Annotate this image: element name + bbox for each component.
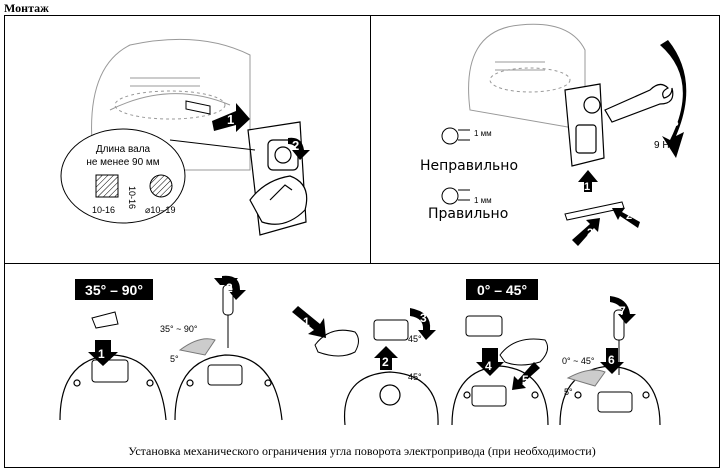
step2a-bottom: 2 (226, 281, 233, 295)
range-badge-a (75, 279, 153, 300)
callout-line2: не менее 90 мм (86, 157, 159, 168)
torque-label: 9 Нм (654, 140, 677, 151)
angle-wedge-b (566, 369, 606, 387)
adapter-piece (185, 100, 211, 115)
hand-icon-a (314, 329, 359, 357)
square-bottom-label: 10-16 (92, 205, 115, 215)
actuator (247, 121, 308, 236)
angle-0-45-label: 0° ~ 45° (562, 356, 595, 366)
wrong-label: Неправильно (420, 158, 518, 174)
step7-bottom: 7 (619, 304, 626, 318)
wrench-icon (604, 83, 674, 123)
limit-stops (91, 311, 633, 413)
angle-wedge-a (178, 338, 216, 356)
step3-bottom: 3 (420, 311, 427, 325)
arrow-step1 (212, 103, 250, 132)
panel-bottom-frame (4, 263, 720, 468)
shaft-callout (60, 128, 256, 224)
valve-body (91, 38, 251, 171)
arrow-step2b-right (612, 208, 640, 228)
valve-body-right (468, 23, 586, 131)
right-step2a-number: 2 (587, 227, 593, 239)
round-size-label: ⌀10–19 (145, 205, 175, 215)
rotation-arrow-step3 (660, 40, 687, 158)
step1-bottom-arrow: 1 (98, 347, 105, 361)
step-arrows (88, 275, 636, 390)
range-a-label: 35° – 90° (85, 282, 143, 298)
step1-bottom: 1 (303, 315, 310, 329)
angle-45b-label: 45° (408, 372, 422, 382)
angle-5a-label: 5° (170, 354, 179, 364)
callout-line1: Длина вала (96, 144, 151, 155)
bottom-caption: Установка механического ограничения угла… (128, 444, 596, 458)
gap-detail-bottom (441, 187, 470, 205)
actuator-right (564, 83, 605, 167)
square-side-label: 10-16 (127, 186, 137, 209)
hand-icon-b (499, 338, 549, 366)
gap-top-label: 1 мм (474, 129, 492, 138)
step1-number: 1 (227, 112, 234, 127)
step6-bottom: 6 (608, 353, 615, 367)
angle-35-90-label: 35° ~ 90° (160, 324, 198, 334)
right-step2b-number: 2 (626, 210, 632, 222)
range-badge-b (466, 279, 538, 300)
range-b-label: 0° – 45° (477, 282, 527, 298)
arrow-step2 (288, 137, 310, 160)
angle-45a-label: 45° (408, 334, 422, 344)
page-title: Монтаж (4, 1, 49, 15)
step3-number: 3 (672, 115, 679, 129)
step4-bottom: 4 (485, 359, 492, 373)
gap-bottom-label: 1 мм (474, 196, 492, 205)
gap-detail-top (441, 127, 470, 145)
step2-number: 2 (292, 138, 299, 153)
arrow-step1-right (578, 170, 598, 192)
step5-bottom: 5 (522, 373, 529, 387)
right-step1-number: 1 (584, 181, 590, 193)
arrow-step2a-right (572, 218, 600, 246)
step2b-bottom: 2 (382, 355, 389, 369)
angle-5b-label: 5° (564, 387, 573, 397)
right-label: Правильно (428, 206, 508, 222)
